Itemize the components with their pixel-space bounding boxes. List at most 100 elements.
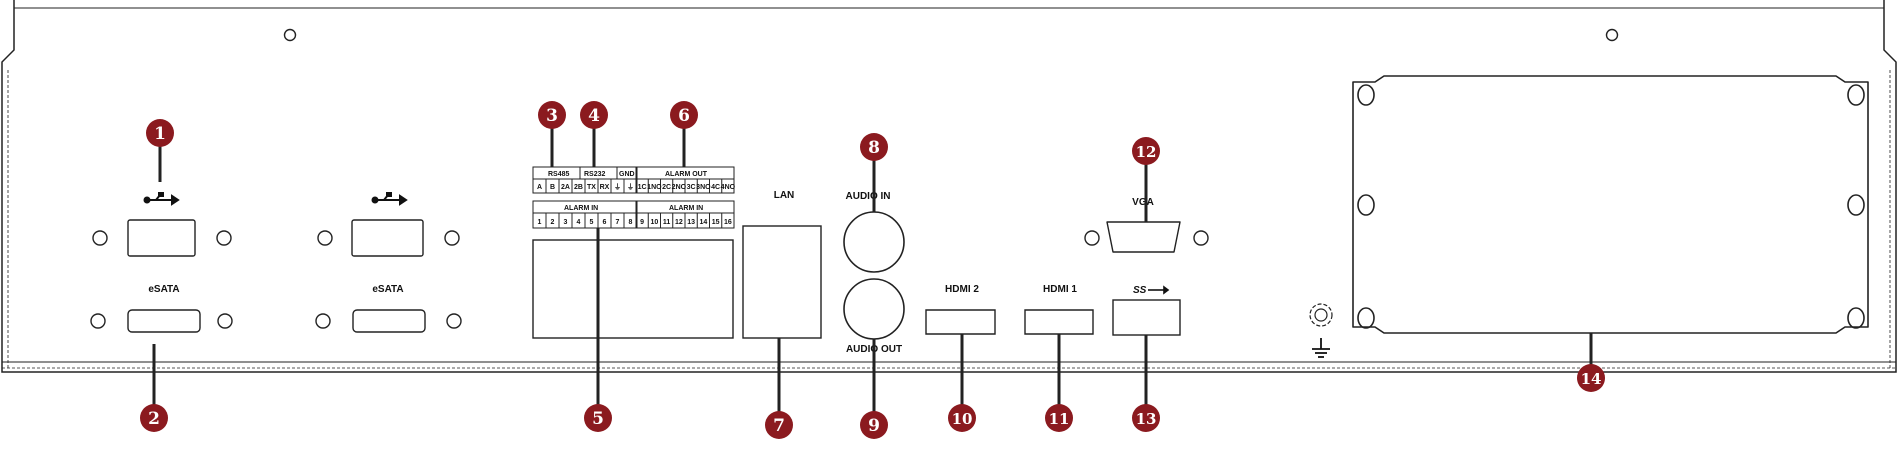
terminal-cell-label: 1 — [538, 219, 542, 226]
terminal-cell-label: 9 — [640, 219, 644, 226]
callout-number-3: 3 — [546, 106, 558, 126]
callout-number-14: 14 — [1581, 370, 1602, 388]
terminal-cell-label: 14 — [699, 219, 707, 226]
usb-port-2 — [317, 219, 460, 257]
callout-number-5: 5 — [592, 409, 604, 429]
terminal-cell-label: 2 — [551, 219, 555, 226]
callout-marker-5 — [584, 404, 612, 432]
terminal-cell-label: 4NO — [721, 184, 736, 191]
callout-marker-2 — [140, 404, 168, 432]
screw-hole — [283, 28, 297, 42]
callout-marker-12 — [1132, 137, 1160, 165]
usb-icon — [1148, 285, 1170, 295]
callout-number-7: 7 — [773, 416, 785, 436]
terminal-cell — [623, 178, 638, 194]
terminal-cell-label: A — [537, 184, 542, 191]
terminal-cell-label: 7 — [616, 219, 620, 226]
lan-port — [742, 225, 822, 339]
esata-port-2 — [315, 309, 462, 333]
alarm-out-label: ALARM OUT — [665, 171, 708, 178]
callout-marker-3 — [538, 101, 566, 129]
alarm-in-label: ALARM IN — [564, 205, 598, 212]
callout-marker-10 — [948, 404, 976, 432]
vga-port — [1106, 221, 1181, 253]
terminal-cell-label: ⏚ — [627, 183, 634, 191]
power-supply-panel — [1352, 75, 1869, 334]
usb-icon — [371, 192, 408, 206]
ground-terminal — [1309, 303, 1333, 327]
audio-in-jack — [843, 211, 905, 273]
terminal-housing — [532, 239, 734, 339]
callout-number-11: 11 — [1049, 410, 1070, 428]
vga-label: VGA — [1132, 197, 1154, 208]
callout-number-9: 9 — [868, 416, 880, 436]
screw-hole — [1193, 230, 1209, 246]
terminal-cell — [623, 212, 638, 229]
rs485-label: RS485 — [548, 171, 570, 178]
terminal-cell-label: 11 — [663, 219, 671, 226]
ss-usb-icon: SS — [1133, 285, 1147, 296]
callout-number-6: 6 — [678, 106, 690, 126]
hdmi-1-label: HDMI 1 — [1043, 284, 1077, 295]
callout-number-4: 4 — [588, 106, 600, 126]
audio-out-jack — [843, 278, 905, 340]
terminal-cell-label: 1NO — [647, 184, 662, 191]
terminal-cell-label: 6 — [603, 219, 607, 226]
terminal-cell-label: 2C — [662, 184, 671, 191]
callout-marker-8 — [860, 133, 888, 161]
screw-hole — [1605, 28, 1619, 42]
callout-number-10: 10 — [952, 410, 973, 428]
terminal-cell-label: 8 — [629, 219, 633, 226]
callout-marker-6 — [670, 101, 698, 129]
terminal-cell-label: 16 — [724, 219, 732, 226]
gnd-label: GND — [619, 171, 635, 178]
alarm-in-label-2: ALARM IN — [669, 205, 703, 212]
leader-lines — [152, 128, 1593, 412]
terminal-cell-label: 1C — [638, 184, 647, 191]
callout-marker-11 — [1045, 404, 1073, 432]
callout-number-8: 8 — [868, 138, 880, 158]
terminal-cell-label: 5 — [590, 219, 594, 226]
usb3-port — [1112, 299, 1181, 336]
terminal-cell-label: 12 — [675, 219, 683, 226]
callout-marker-14 — [1577, 364, 1605, 392]
callout-marker-13 — [1132, 404, 1160, 432]
hdmi-1-port — [1024, 309, 1094, 335]
callout-number-13: 13 — [1136, 410, 1157, 428]
callout-marker-1 — [146, 119, 174, 147]
callout-marker-7 — [765, 411, 793, 439]
terminal-cell-label: B — [550, 184, 555, 191]
terminal-cell-label: 2B — [574, 184, 583, 191]
esata-port-1 — [90, 309, 233, 333]
chassis — [1, 0, 1897, 373]
terminal-cell-label: 3 — [564, 219, 568, 226]
usb-icon — [143, 192, 180, 206]
screw-hole — [1084, 230, 1100, 246]
terminal-cell-label: 3C — [687, 184, 696, 191]
lan-label: LAN — [774, 190, 795, 201]
callout-marker-9 — [860, 411, 888, 439]
terminal-cell-label: 10 — [650, 219, 658, 226]
audio-in-label: AUDIO IN — [846, 191, 891, 202]
callout-number-2: 2 — [148, 409, 160, 429]
callout-marker-4 — [580, 101, 608, 129]
terminal-cell-label: ⏚ — [614, 183, 621, 191]
terminal-cell-label: 4C — [711, 184, 720, 191]
ground-icon — [1312, 338, 1330, 358]
terminal-cell-label: 4 — [577, 219, 581, 226]
terminal-cell-label: 13 — [687, 219, 695, 226]
callout-number-12: 12 — [1136, 143, 1157, 161]
hdmi-2-port — [925, 309, 996, 335]
terminal-cell-label: 15 — [712, 219, 720, 226]
terminal-cell-label: 2A — [561, 184, 570, 191]
terminal-cell — [721, 178, 735, 194]
terminal-cell-label: 2NO — [672, 184, 687, 191]
terminal-cell — [721, 212, 735, 229]
callout-number-1: 1 — [154, 124, 166, 144]
terminal-cell-label: 3NO — [696, 184, 711, 191]
terminal-cell-label: RX — [600, 184, 610, 191]
